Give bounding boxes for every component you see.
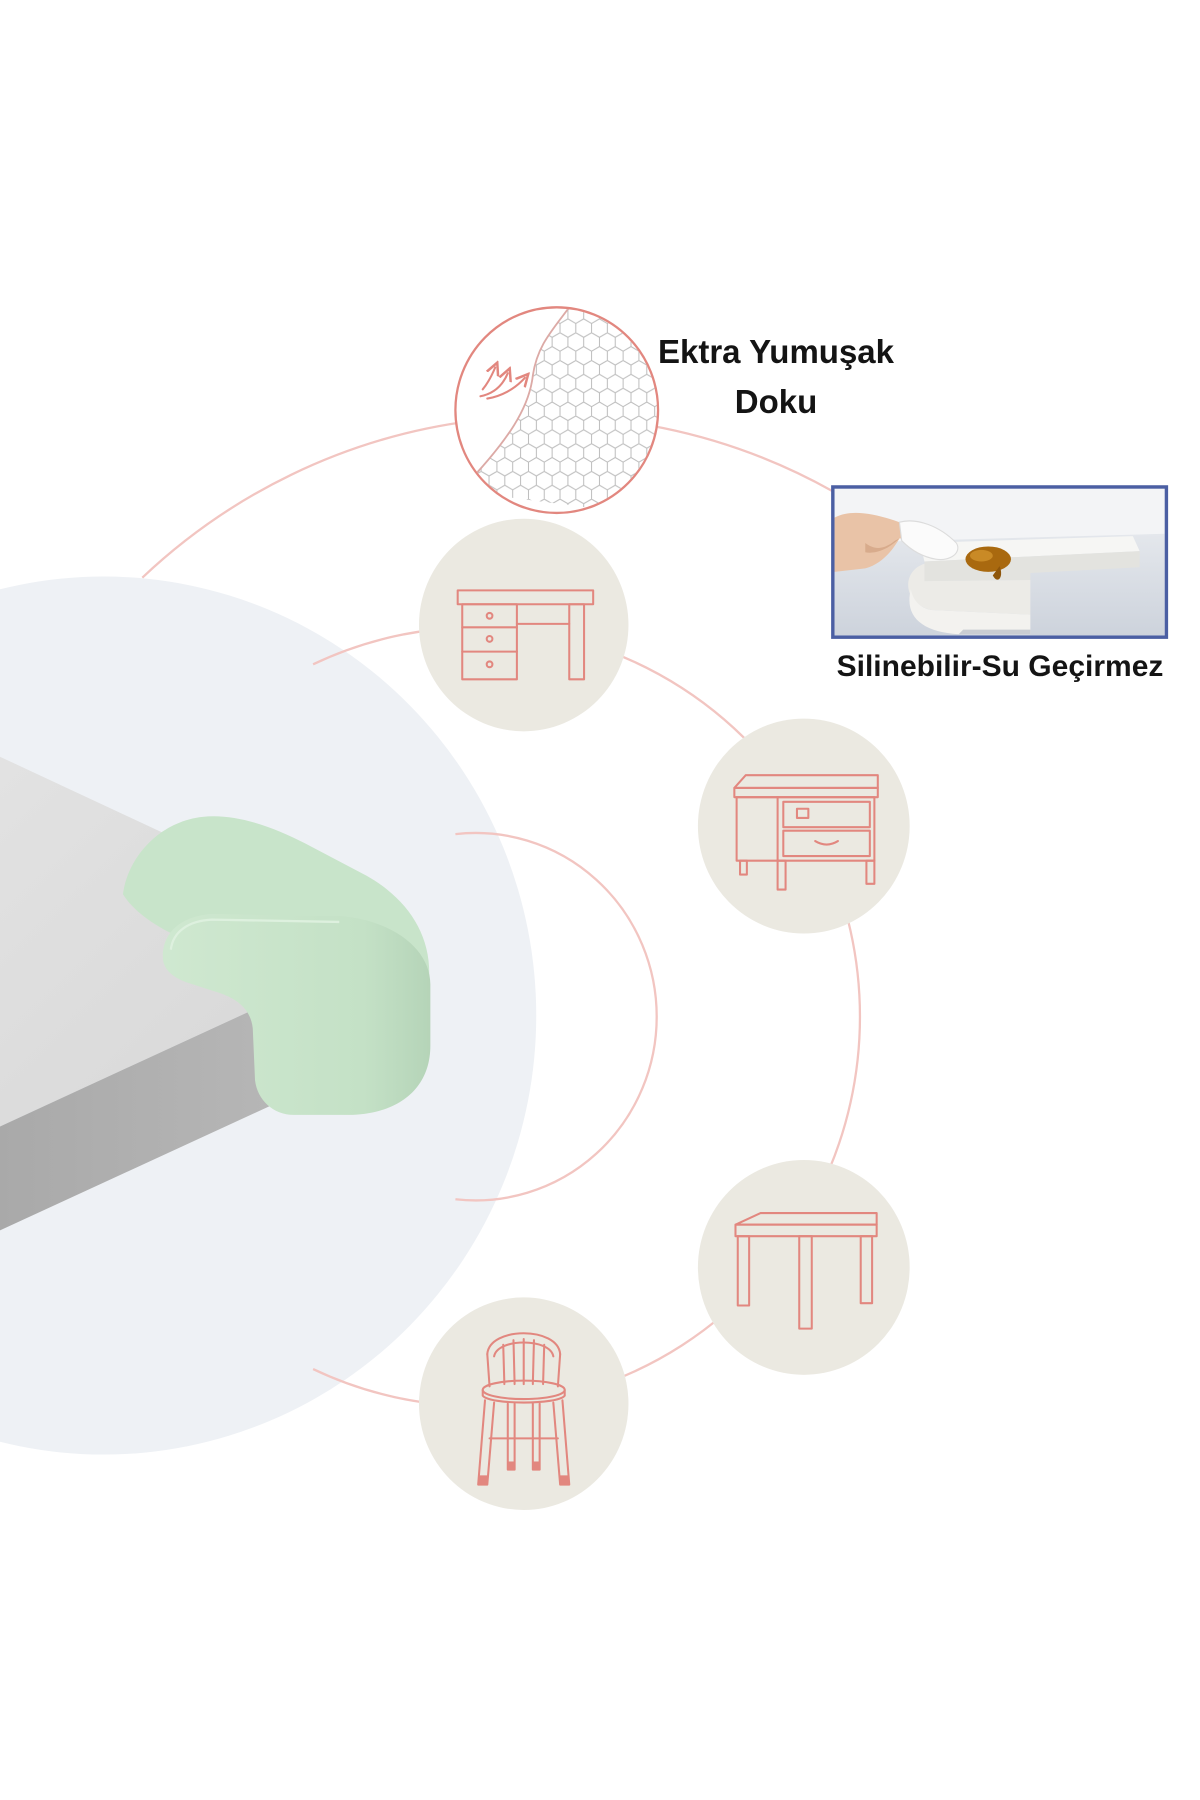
- chair-icon: [418, 1297, 629, 1511]
- soft-texture-line2: Doku: [734, 383, 818, 420]
- guard-front-wrap: [162, 913, 431, 1115]
- inner-ring: [455, 831, 658, 1202]
- soft-texture-caption: Ektra Yumuşak Doku: [626, 327, 926, 427]
- texture-divider: [459, 308, 574, 492]
- softness-arrows-icon: [479, 367, 524, 400]
- cloth: [898, 520, 959, 561]
- photo-frame: [831, 485, 1169, 639]
- nightstand-icon: [697, 718, 910, 934]
- honeycomb-texture-icon: [454, 306, 660, 515]
- side-table-icon: [697, 1159, 910, 1375]
- foam-strip-front: [924, 551, 1140, 582]
- foam-curve: [908, 563, 1031, 615]
- desk-icon: [418, 518, 629, 732]
- soft-texture-line1: Ektra Yumuşak: [657, 333, 895, 370]
- wipeable-caption: Silinebilir-Su Geçirmez: [836, 650, 1164, 683]
- guard-highlight: [169, 918, 340, 950]
- wiping-stain-photo: [831, 485, 1169, 639]
- corner-guard-icon: [122, 816, 431, 1115]
